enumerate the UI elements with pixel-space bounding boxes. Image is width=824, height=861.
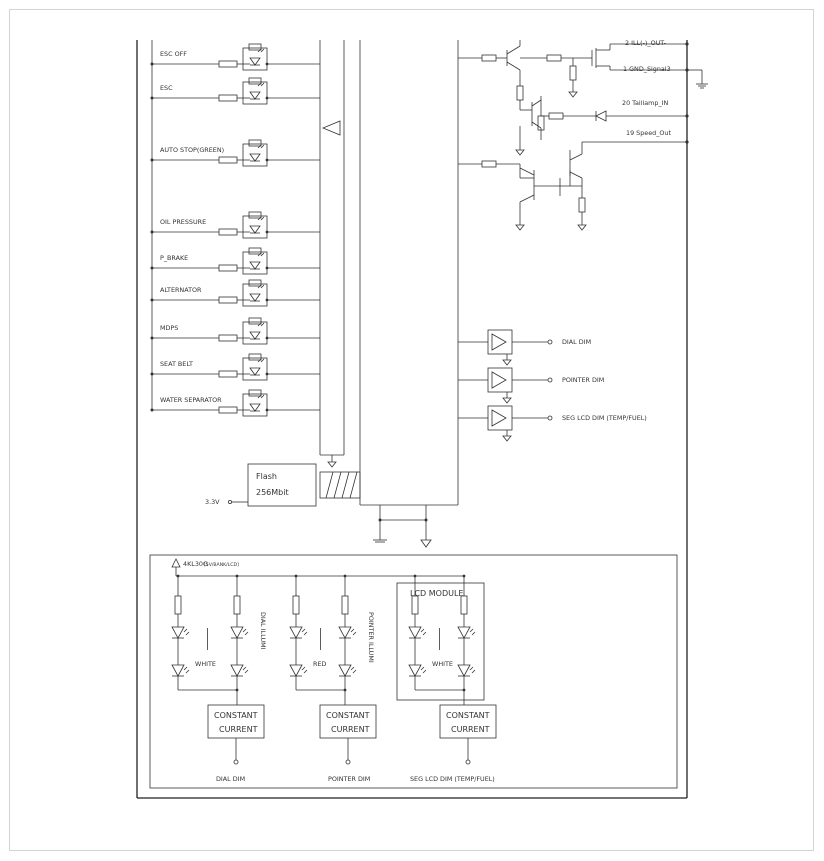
dim-output-label: SEG LCD DIM (TEMP/FUEL): [562, 414, 647, 422]
warning-input-row: ALTERNATOR: [150, 279, 320, 307]
constant-current-label: CURRENT: [331, 725, 370, 734]
backlight-output-label: POINTER DIM: [328, 775, 370, 783]
backlight-section-border: [149, 554, 678, 789]
backlight-group: WHITE CONSTANT CURRENT SEG LCD DIM (TEMP/FU…: [408, 574, 497, 783]
pin-label-speed-out: 19 Speed_Out: [626, 129, 671, 137]
sheet-border: [136, 40, 688, 799]
warning-input-row: OIL PRESSURE: [150, 211, 320, 239]
led-color-label: RED: [313, 660, 326, 668]
pin-label-taillamp-in: 20 Taillamp_IN: [622, 99, 669, 107]
illumination-label: POINTER ILLUMI: [367, 612, 375, 663]
warning-input-label: MDPS: [160, 324, 178, 332]
constant-current-label: CURRENT: [451, 725, 490, 734]
warning-input-label: WATER SEPARATOR: [160, 396, 222, 404]
constant-current-label: CONSTANT: [214, 711, 258, 720]
warning-input-label: ESC: [160, 84, 173, 92]
warning-input-label: OIL PRESSURE: [160, 218, 206, 226]
output-driver-circuit: [458, 40, 708, 231]
backlight-output-label: DIAL DIM: [216, 775, 245, 783]
led-color-label: WHITE: [195, 660, 216, 668]
backlight-output-label: SEG LCD DIM (TEMP/FUEL): [410, 775, 495, 783]
output-pin-labels: 2 ILL(-)_OUT- 1 GND_Signal3 20 Taillamp_…: [622, 39, 671, 137]
warning-input-label: ESC OFF: [160, 50, 187, 58]
flash-name: Flash: [256, 472, 277, 481]
backlight-rail-sub: [5V/BANK/LCD]: [204, 562, 239, 568]
warning-input-label: ALTERNATOR: [160, 286, 202, 294]
pin-label-ill-out: 2 ILL(-)_OUT-: [625, 39, 666, 47]
lcd-module-box: [396, 582, 485, 701]
flash-size: 256Mbit: [256, 488, 289, 497]
lcd-module-label: LCD MODULE: [410, 589, 463, 598]
flash-memory: Flash 256Mbit 3.3V: [205, 463, 361, 507]
warning-input-row: ESC OFF: [150, 43, 320, 71]
constant-current-label: CURRENT: [219, 725, 258, 734]
dim-buffer: DIAL DIM: [458, 329, 591, 366]
backlight-led-groups: WHITE DIAL ILLUMI CONSTANT CURRENT DIAL DIM R…: [171, 574, 497, 783]
dim-output-label: POINTER DIM: [562, 376, 604, 384]
constant-current-label: CONSTANT: [446, 711, 490, 720]
illumination-label: DIAL ILLUMI: [259, 612, 267, 650]
bus-buffer-triangle: [321, 120, 341, 136]
warning-input-row: MDPS: [150, 317, 320, 345]
warning-input-label: P_BRAKE: [160, 254, 188, 262]
warning-input-row: SEAT BELT: [150, 353, 320, 381]
constant-current-label: CONSTANT: [326, 711, 370, 720]
warning-input-row: P_BRAKE: [150, 247, 320, 275]
dim-buffer: SEG LCD DIM (TEMP/FUEL): [458, 405, 647, 442]
mcu-block: [359, 40, 459, 548]
backlight-group: RED POINTER ILLUMI CONSTANT CURRENT POINTER …: [289, 574, 377, 783]
supply-label: 3.3V: [205, 498, 220, 506]
backlight-header: 4KL30G [5V/BANK/LCD]: [171, 558, 465, 577]
warning-input-row: WATER SEPARATOR: [150, 389, 320, 417]
warning-input-label: AUTO STOP(GREEN): [160, 146, 224, 154]
backlight-group: WHITE DIAL ILLUMI CONSTANT CURRENT DIAL DIM: [171, 574, 267, 783]
main-bus: [319, 40, 345, 468]
dim-buffer: POINTER DIM: [458, 367, 604, 404]
pin-label-gnd-signal: 1 GND_Signal3: [623, 65, 671, 73]
warning-input-row: AUTO STOP(GREEN): [150, 139, 320, 167]
warning-inputs: ESC OFF ESC AUTO STOP(GREEN) OIL PRESSURE P_…: [150, 43, 320, 417]
backlight-rail-label: 4KL30G: [183, 560, 208, 568]
warning-input-row: ESC: [150, 77, 320, 105]
dim-buffers: DIAL DIM POINTER DIM SEG LCD DIM (TEMP/FUE…: [458, 329, 647, 442]
warning-input-label: SEAT BELT: [160, 360, 193, 368]
page-frame: [9, 9, 814, 851]
dim-output-label: DIAL DIM: [562, 338, 591, 346]
led-color-label: WHITE: [432, 660, 453, 668]
